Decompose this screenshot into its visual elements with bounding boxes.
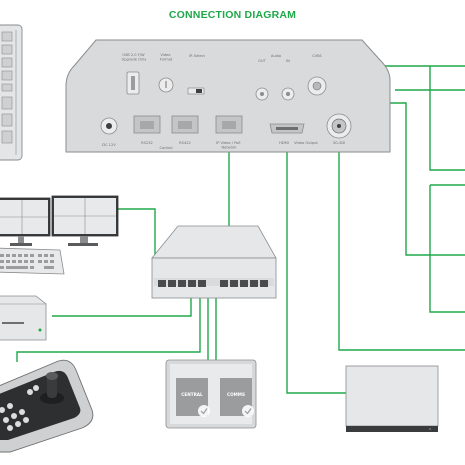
label-hdmi: HDMI (279, 141, 289, 145)
wire-hdmi (286, 138, 348, 394)
label-usb-line1: USB 2.0 F/W (122, 53, 145, 57)
ptz-controller (0, 359, 94, 453)
label-rs232: RS232 (141, 141, 153, 145)
rs232-port (133, 115, 161, 134)
app-tile-comms-label: COMMS (227, 392, 245, 397)
cvbs-jack (307, 76, 327, 96)
label-video-format-line1: Video (160, 53, 170, 57)
label-audio: Audio (271, 54, 281, 58)
app-tile-central-label: CENTRAL (181, 392, 203, 397)
ip-network-port (215, 115, 243, 134)
label-dc: DC 12V (102, 143, 116, 147)
joystick (40, 372, 64, 404)
usb-port (126, 71, 140, 95)
audio-out-jack (255, 87, 269, 101)
rs422-port (171, 115, 199, 134)
check-icon (242, 405, 254, 417)
video-format-dial (158, 77, 174, 93)
audio-in-jack (281, 87, 295, 101)
wire-to-controller (16, 298, 201, 362)
label-control: Control (160, 146, 173, 150)
app-tile-central: CENTRAL (176, 378, 210, 417)
label-video-format: Video Format (160, 53, 173, 62)
ir-select-switch (187, 87, 205, 95)
label-usb-line2: Upgrade Only (122, 58, 148, 62)
app-tile-comms: COMMS (220, 378, 254, 417)
wire-to-monitors (118, 208, 156, 255)
wire-to-recorder (52, 298, 192, 317)
label-audio-out: OUT (258, 59, 266, 63)
network-switch (151, 225, 277, 299)
monitors (0, 195, 119, 246)
label-ip-video-line2: Network (221, 146, 237, 150)
wire-sdi (338, 126, 465, 351)
rack-panel (0, 24, 23, 161)
monitor-right (51, 195, 119, 246)
label-ip-video: IP Video / PoE Network (216, 141, 242, 150)
hdmi-port (269, 123, 305, 134)
label-ip-video-line1: IP Video / PoE (216, 141, 241, 145)
label-usb: USB 2.0 F/W Upgrade Only (122, 53, 148, 62)
label-video-output: Video Output (294, 141, 318, 145)
app-tablet: CENTRAL COMMS (165, 359, 257, 429)
wire-audio-out-drop (429, 66, 465, 171)
monitor-left (0, 197, 51, 246)
label-video-format-line2: Format (160, 58, 173, 62)
check-icon (198, 405, 210, 417)
sdi-connector (326, 113, 352, 139)
switch-ports (158, 280, 268, 287)
label-rs422: RS422 (179, 141, 191, 145)
video-display (345, 365, 439, 432)
label-audio-in: IN (286, 59, 290, 63)
dc-power-jack (100, 117, 118, 135)
network-recorder (0, 295, 47, 341)
wire-cvbs-drop (429, 185, 465, 313)
label-ir-select: IR Select (189, 54, 205, 58)
label-cvbs: CVBS (312, 54, 322, 58)
keyboard (0, 247, 65, 275)
camera-rear-panel: USB 2.0 F/W Upgrade Only Video Format IR… (65, 39, 391, 153)
label-sdi: 3G-SDI (333, 141, 345, 145)
connection-wires (16, 65, 465, 394)
diagram-title: CONNECTION DIAGRAM (168, 9, 297, 21)
